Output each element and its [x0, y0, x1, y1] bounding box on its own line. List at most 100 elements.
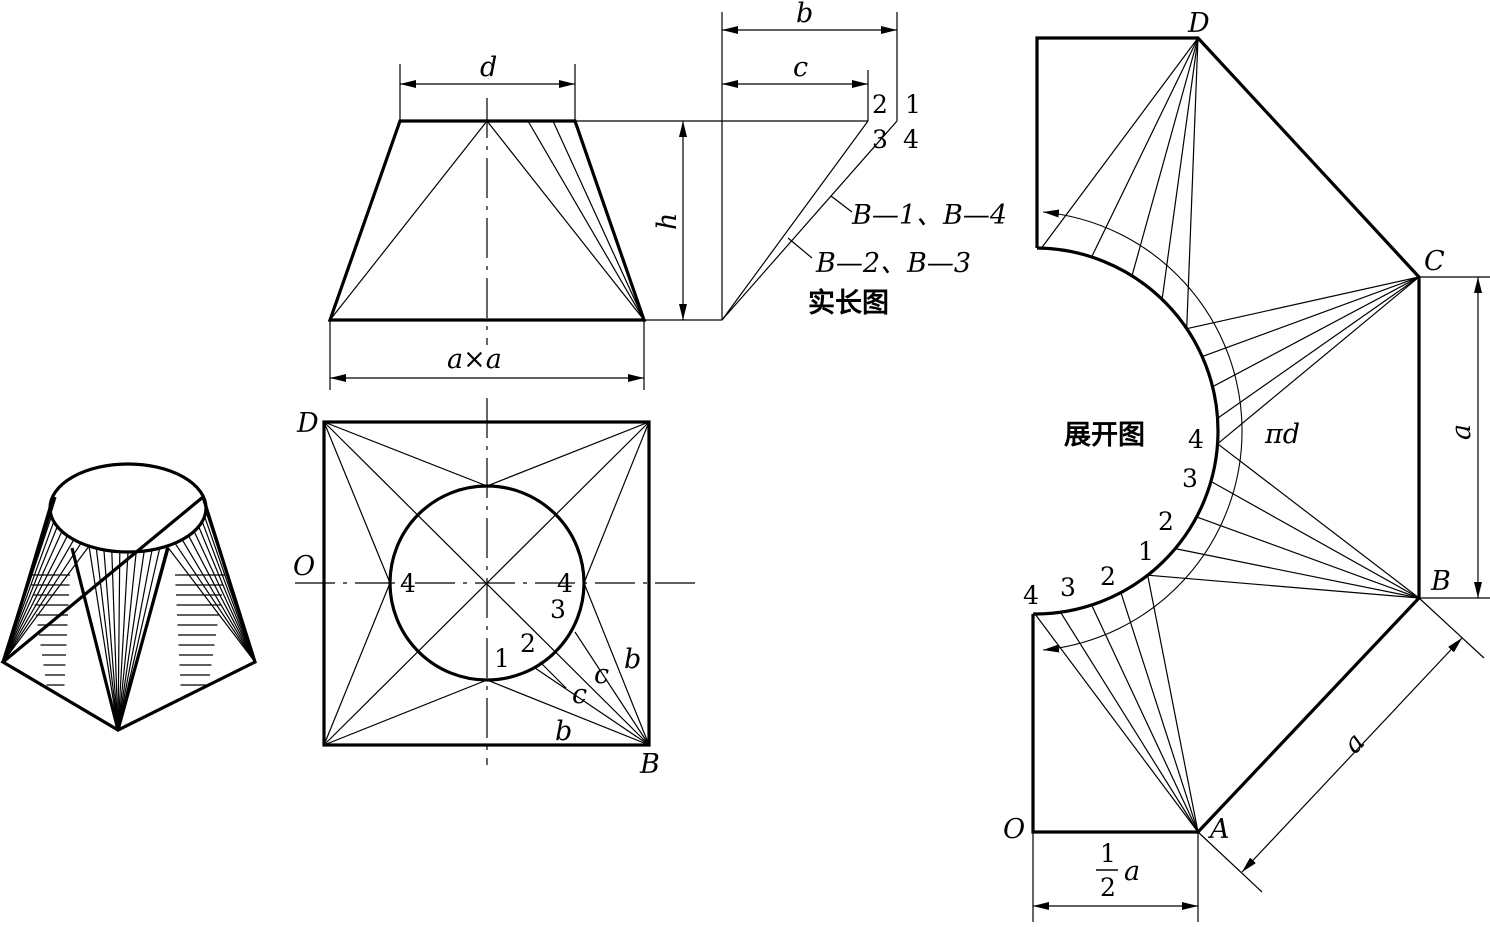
iso-fan-line: [111, 550, 119, 731]
dev-arc-pt-3: 3: [1182, 464, 1198, 493]
dev-fan-line: [1091, 37, 1199, 258]
dev-arc-pt-4: 4: [1188, 425, 1204, 454]
iso-fan-line: [166, 545, 256, 663]
iso-fan-line: [2, 542, 82, 663]
dev-fan-line: [1186, 37, 1199, 329]
dev-bottom-pt-4: 4: [1023, 581, 1039, 610]
tl-pt-2: 2: [872, 90, 888, 119]
dev-fan-line: [1040, 37, 1199, 249]
dev-bottom-pt-3: 3: [1060, 573, 1076, 602]
top-pt-4-left: 4: [400, 569, 416, 598]
dev-fan-line: [1212, 276, 1420, 388]
top-lbl-c2: c: [572, 679, 587, 710]
iso-fan-line: [2, 500, 52, 663]
dev-fan-line: [1147, 575, 1199, 833]
dev-fan-line: [1217, 443, 1420, 599]
tl-pt-1: 1: [905, 90, 921, 119]
dim-a-diag-label: a: [1337, 727, 1371, 760]
front-fold-lines: [329, 120, 645, 321]
dev-pt-D: D: [1187, 8, 1210, 39]
dev-pt-B: B: [1430, 566, 1451, 597]
top-corner-D: D: [296, 408, 319, 439]
dim-a-diag-line: [1241, 637, 1463, 873]
dim-half-denominator: 2: [1100, 873, 1116, 902]
iso-fan-line: [2, 545, 90, 663]
iso-fan-line: [2, 535, 68, 663]
isometric-view: [0, 462, 257, 732]
top-lbl-b2: b: [555, 716, 572, 747]
dev-fan-lines: [1034, 37, 1420, 833]
dev-fan-line: [1147, 574, 1420, 599]
dim-axa-label: a×a: [447, 344, 502, 375]
dim-c-label: c: [793, 52, 808, 83]
iso-fan-line: [117, 551, 121, 731]
iso-fan-line: [193, 531, 256, 663]
dev-fan-line: [1161, 37, 1199, 300]
dim-half-numerator: 1: [1100, 839, 1116, 868]
iso-fan-line: [117, 551, 129, 731]
iso-fan-line: [117, 545, 168, 731]
dev-fan-line: [1196, 516, 1420, 599]
dev-pid-arc: [1042, 209, 1243, 653]
iso-fan-line: [181, 539, 256, 663]
dev-fan-line: [1131, 37, 1199, 276]
dev-arc-pt-1: 1: [1138, 537, 1154, 566]
iso-fan-line: [2, 526, 58, 663]
dev-arc-label-pid: πd: [1264, 419, 1300, 450]
dim-a-diag-ext1: [1418, 597, 1485, 659]
iso-fan-line: [204, 516, 256, 663]
top-pt-2: 2: [520, 629, 536, 658]
dev-pt-O: O: [1003, 814, 1025, 845]
label-b2-b3: B—2、B—3: [815, 248, 971, 279]
dev-fan-line: [1201, 276, 1420, 358]
tl-line-b1: [721, 120, 898, 321]
top-leader-c: [539, 661, 567, 689]
development-view: a a 1 2 a D C B A O πd 展开图 4 3 2 1 4 3 2: [1003, 8, 1490, 922]
top-lbl-c1: c: [594, 659, 609, 690]
dev-fan-line: [1120, 592, 1199, 833]
dim-a-right-label: a: [1446, 424, 1477, 440]
top-lbl-b1: b: [624, 644, 641, 675]
top-corner-O: O: [293, 551, 315, 582]
iso-hatching: [30, 574, 225, 686]
iso-fan-line: [117, 548, 161, 731]
iso-fan-line: [198, 526, 256, 663]
top-corner-B: B: [639, 749, 660, 780]
dev-bottom-pt-2: 2: [1100, 562, 1116, 591]
iso-fan-line: [117, 549, 153, 731]
top-pt-1: 1: [494, 644, 510, 673]
top-pt-3: 3: [550, 595, 566, 624]
tl-line-b2: [721, 120, 869, 321]
dev-inner-arc: [1032, 246, 1220, 616]
tl-pt-3: 3: [872, 125, 888, 154]
iso-fan-line: [2, 539, 75, 663]
dim-d-label: d: [480, 52, 497, 83]
dev-fan-line: [1186, 276, 1420, 330]
iso-fan-line: [117, 550, 145, 731]
iso-fan-line: [188, 535, 256, 663]
dim-half-variable: a: [1124, 856, 1140, 887]
iso-fan-line: [117, 551, 137, 731]
top-fold-lines: [323, 421, 650, 746]
dim-h-label: h: [652, 213, 683, 230]
iso-top-ellipse: [48, 462, 208, 554]
iso-fan-line: [174, 542, 256, 663]
dev-fan-line: [1091, 604, 1199, 833]
label-b1-b4: B—1、B—4: [851, 200, 1007, 231]
dim-b-label: b: [796, 0, 813, 29]
dim-a-diag-ext2: [1197, 831, 1263, 893]
iso-fan-line: [95, 548, 119, 731]
iso-fan-line: [201, 521, 256, 663]
development-title: 展开图: [1064, 420, 1145, 451]
iso-fan-lines: [2, 500, 256, 731]
dev-outline: [1031, 36, 1421, 834]
true-length-diagram: b c 2 1 3 4 B—1、B—4 B—2、B—3 实长图: [721, 0, 1007, 321]
front-view: d a×a h: [327, 52, 722, 390]
top-view: D O B 4 4 3 2 1 c c b b: [293, 398, 695, 780]
tl-pt-4: 4: [903, 125, 919, 154]
dev-pt-C: C: [1424, 246, 1445, 277]
dev-pt-A: A: [1207, 814, 1230, 845]
iso-fan-line: [2, 521, 55, 663]
dev-fan-line: [1210, 480, 1420, 599]
